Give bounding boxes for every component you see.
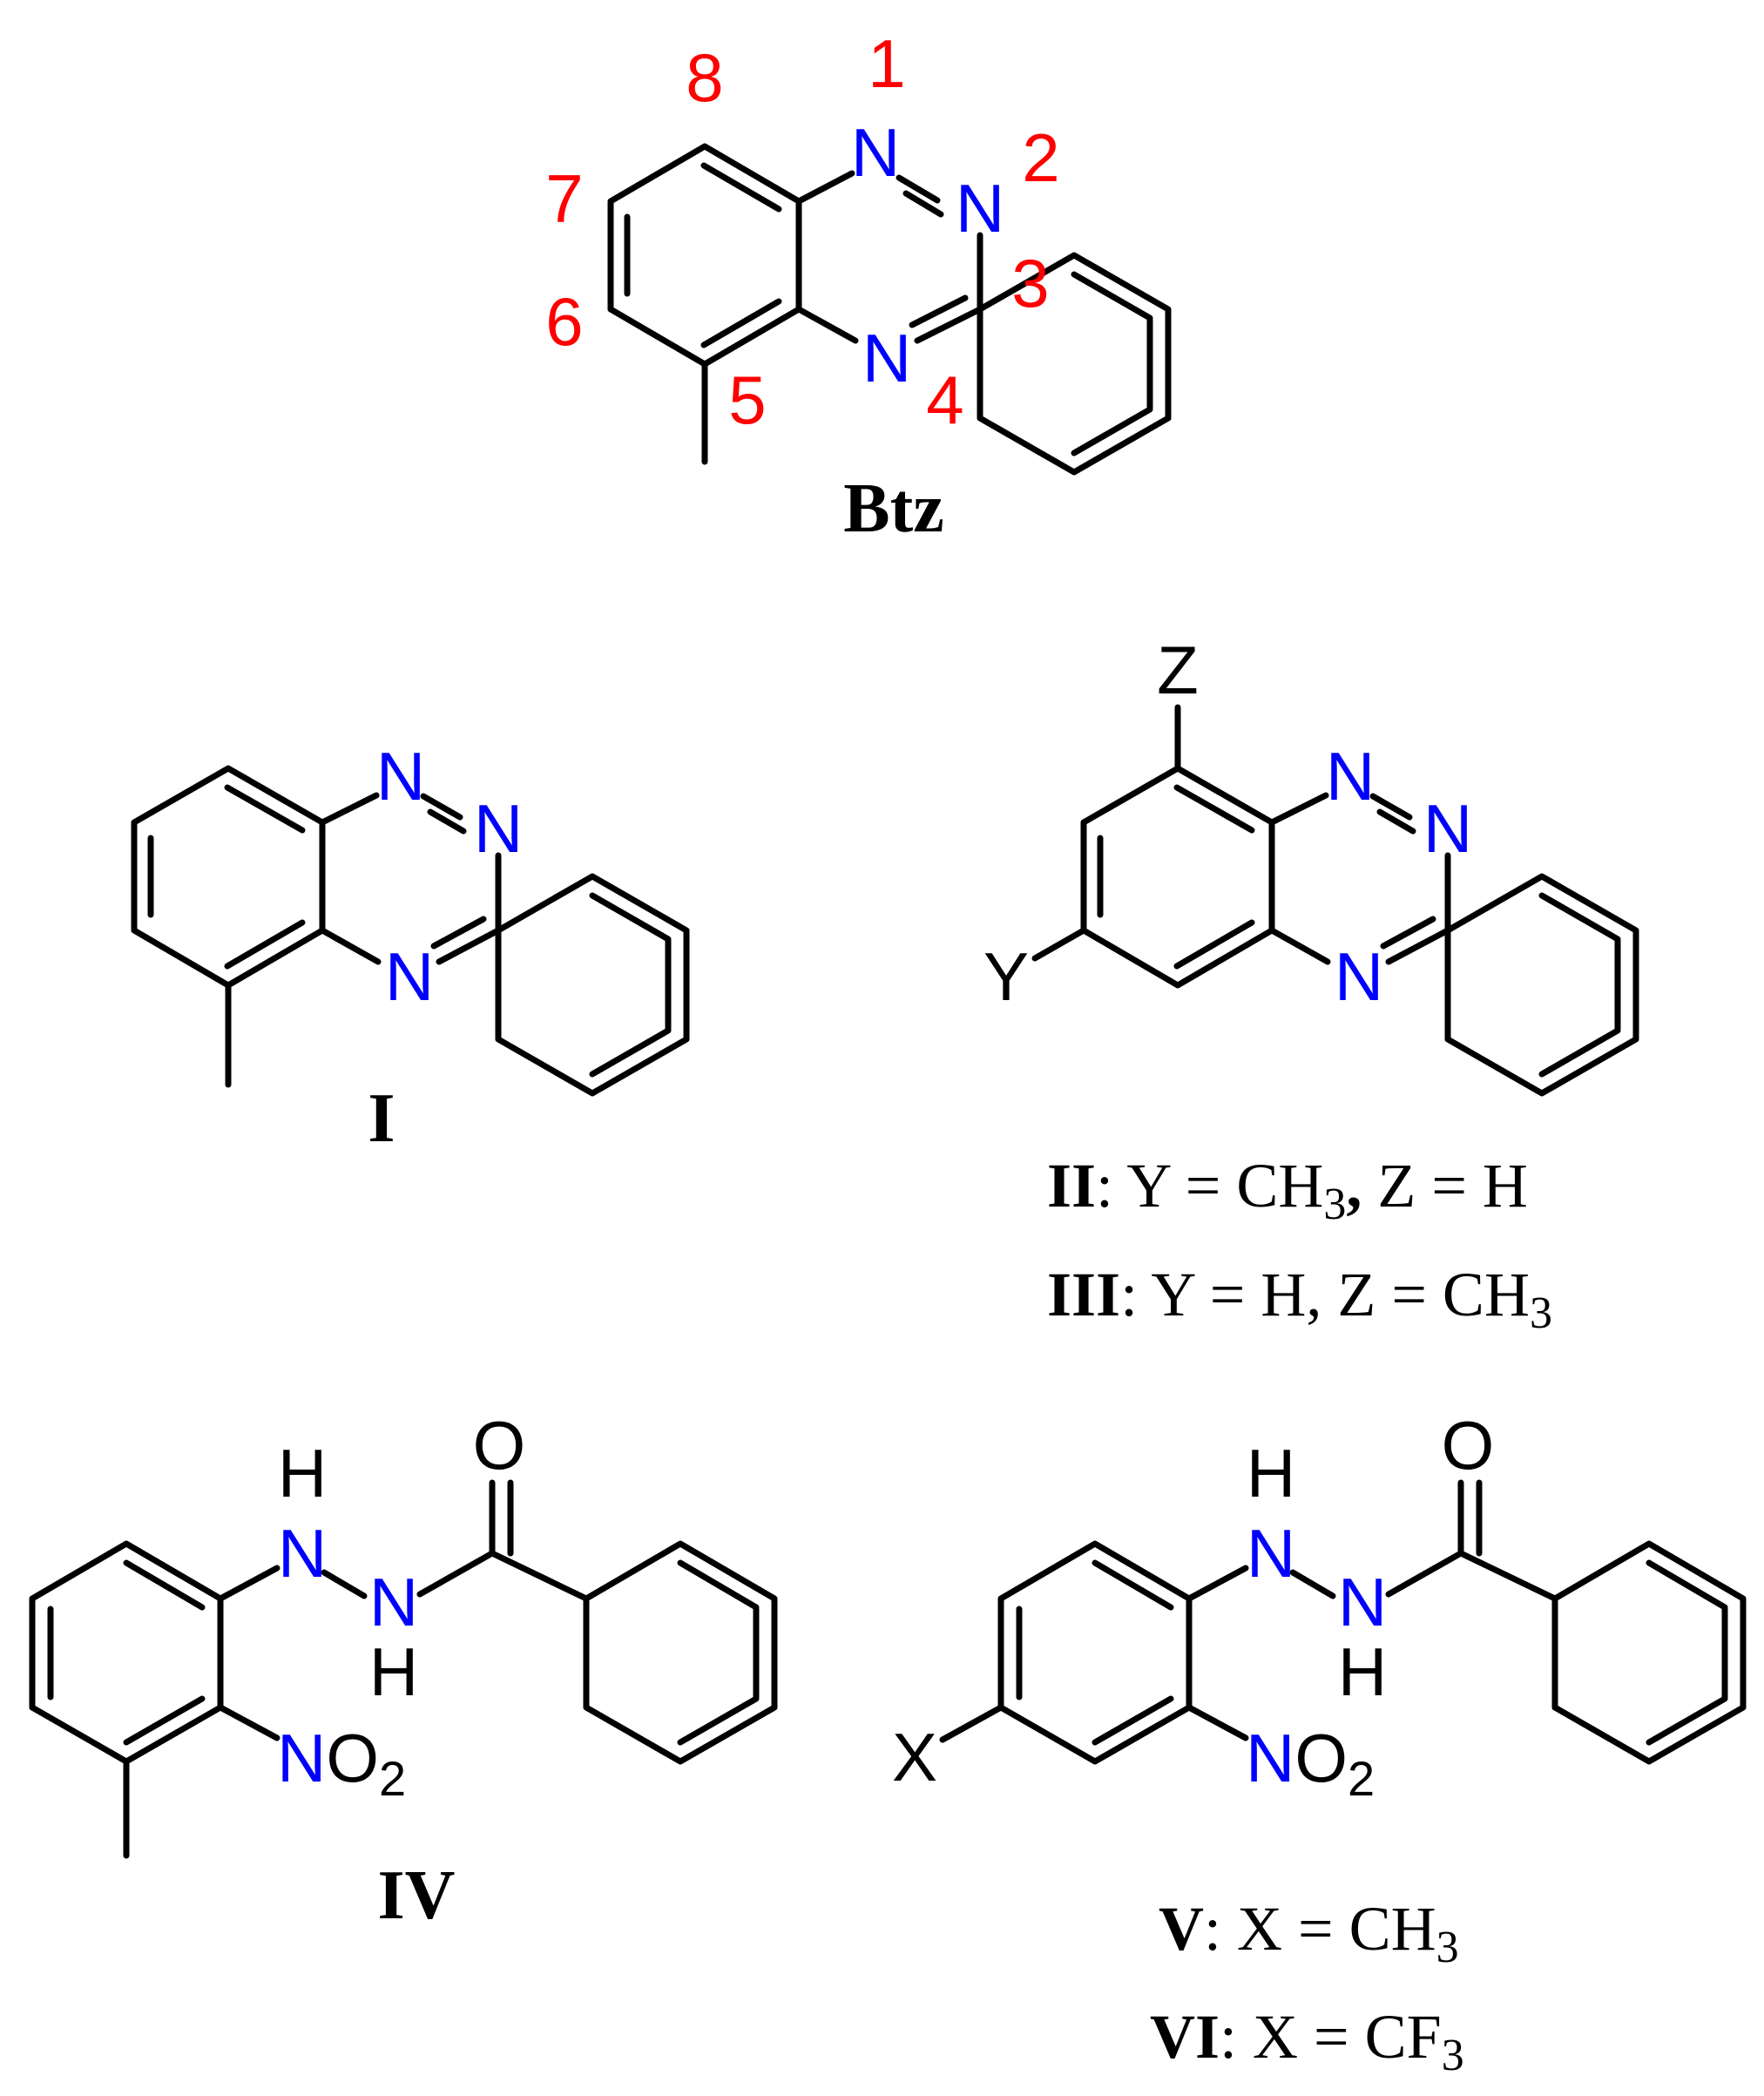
ii-substituent-z: Z	[1157, 632, 1199, 708]
ii-atom-n4: N	[1335, 938, 1383, 1015]
compound-v-vi: H N N H O X NO2 V: X = CH3 VI: X = CF3	[892, 1407, 1747, 2080]
v-atom-n-lower: N	[1338, 1564, 1387, 1640]
compound-iv: H N N H O NO2 IV	[29, 1407, 778, 1934]
compound-btz: N N N 1 2 3 4 5 6 7 8 Btz	[545, 25, 1172, 547]
compound-ii-iii: N N N Z Y II: Y = CH3, Z = H III: Y = H,…	[983, 632, 1639, 1338]
i-atoms: N N N	[376, 738, 523, 1015]
compound-label-btz: Btz	[843, 470, 944, 547]
v-atom-h-lower: H	[1338, 1633, 1387, 1710]
locant-6: 6	[545, 283, 583, 360]
v-atom-o: O	[1442, 1407, 1495, 1484]
compound-label-vi: VI	[1150, 2002, 1220, 2072]
caption-v: V: X = CH3	[1159, 1894, 1459, 1972]
ii-substituent-y: Y	[983, 938, 1029, 1015]
v-nitro-group: NO2	[1246, 1720, 1375, 1806]
locant-1: 1	[868, 25, 905, 102]
caption-iii: III: Y = H, Z = CH3	[1047, 1260, 1552, 1338]
caption-ii-subscript: 3	[1323, 1180, 1346, 1229]
compound-label-iv: IV	[378, 1857, 456, 1934]
caption-vi: VI: X = CF3	[1150, 2002, 1464, 2080]
btz-atoms: N N N	[851, 114, 1004, 396]
iv-atom-h-lower: H	[369, 1633, 418, 1710]
iv-nitro-group: NO2	[277, 1720, 406, 1806]
caption-vi-colon: :	[1220, 2002, 1237, 2072]
i-atom-n2: N	[474, 790, 523, 867]
i-atom-n1: N	[376, 738, 425, 815]
caption-ii-text-b: Z = H	[1362, 1151, 1528, 1220]
iv-atoms: H N N H O NO2	[277, 1407, 525, 1806]
caption-iii-subscript: 3	[1530, 1288, 1552, 1338]
btz-atom-n1: N	[851, 114, 900, 191]
locant-5: 5	[728, 362, 766, 438]
v-nitro-o: O	[1294, 1720, 1348, 1796]
compound-label-iii: III	[1047, 1260, 1120, 1329]
iv-bonds	[29, 1479, 778, 1859]
locant-4: 4	[926, 362, 963, 438]
locant-2: 2	[1022, 119, 1059, 196]
btz-atom-n2: N	[956, 170, 1004, 247]
locant-7: 7	[545, 160, 583, 237]
compound-label-ii: II	[1047, 1151, 1096, 1220]
iv-nitro-o: O	[326, 1720, 379, 1796]
iv-atom-n-lower: N	[369, 1564, 418, 1640]
compound-i: N N N I	[131, 738, 690, 1157]
caption-vi-subscript: 3	[1442, 2031, 1464, 2080]
iv-nitro-n: N	[277, 1720, 326, 1796]
caption-iii-text-a: Y = H, Z = CH	[1138, 1260, 1530, 1329]
btz-locants: 1 2 3 4 5 6 7 8	[545, 25, 1059, 438]
locant-8: 8	[686, 39, 723, 116]
iv-atom-h-upper: H	[278, 1435, 327, 1511]
iv-nitro-subscript: 2	[379, 1751, 406, 1806]
caption-ii-colon: :	[1096, 1151, 1113, 1220]
locant-3: 3	[1011, 245, 1049, 321]
v-atom-h-upper: H	[1247, 1435, 1295, 1511]
ii-atom-n1: N	[1326, 738, 1375, 815]
i-bonds	[131, 765, 690, 1097]
btz-atom-n4: N	[862, 320, 911, 396]
compound-label-i: I	[368, 1080, 395, 1157]
caption-ii-text-a: Y = CH	[1113, 1151, 1323, 1220]
iv-atom-n-upper: N	[278, 1515, 327, 1592]
btz-bonds	[607, 143, 1172, 476]
caption-ii: II: Y = CH3, Z = H	[1047, 1151, 1528, 1229]
caption-v-colon: :	[1204, 1894, 1221, 1964]
v-atom-n-upper: N	[1247, 1515, 1295, 1592]
v-nitro-subscript: 2	[1348, 1751, 1375, 1806]
caption-ii-comma: ,	[1346, 1151, 1362, 1220]
v-bonds	[939, 1479, 1747, 1765]
v-atoms: H N N H O X NO2	[892, 1407, 1494, 1806]
v-substituent-x: X	[892, 1719, 937, 1795]
caption-v-subscript: 3	[1436, 1923, 1459, 1972]
caption-iii-colon: :	[1120, 1260, 1138, 1329]
v-nitro-n: N	[1246, 1720, 1294, 1796]
i-atom-n4: N	[385, 938, 434, 1015]
ii-bonds	[1031, 704, 1639, 1097]
ii-atom-n2: N	[1423, 790, 1472, 867]
caption-v-text: X = CH	[1221, 1894, 1436, 1964]
ii-atoms: N N N Z Y	[983, 632, 1472, 1015]
caption-vi-text: X = CF	[1237, 2002, 1442, 2072]
compound-label-v: V	[1159, 1894, 1204, 1964]
iv-atom-o: O	[473, 1407, 526, 1484]
